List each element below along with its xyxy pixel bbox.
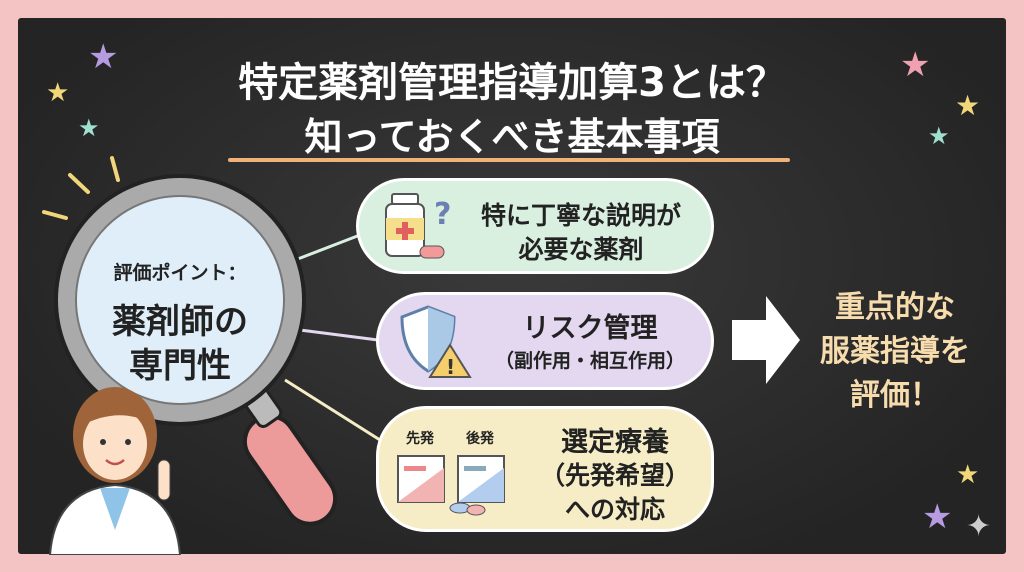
star-icon: ★	[900, 45, 931, 85]
title-line-1: 特定薬剤管理指導加算3とは？	[238, 60, 786, 106]
medicine-bottle-icon: ?	[385, 193, 451, 259]
magnifier-label: 評価ポイント：	[113, 262, 247, 284]
point-1-line-1: 特に丁寧な説明が	[480, 201, 681, 230]
right-arrow-icon	[732, 296, 800, 384]
star-icon: ★	[955, 89, 981, 122]
box-label-brand: 先発	[406, 431, 434, 447]
star-icon: ★	[88, 37, 119, 77]
magnifier-main-line-2: 専門性	[129, 346, 231, 386]
star-icon: ★	[922, 497, 953, 537]
result-line-1: 重点的な	[835, 290, 955, 325]
svg-text:?: ?	[434, 197, 451, 232]
point-2-line-1: リスク管理	[522, 313, 658, 344]
result-line-2: 服薬指導を	[820, 334, 970, 369]
svg-text:!: !	[446, 355, 455, 379]
magnifier-icon	[54, 174, 338, 526]
result-line-3: 評価！	[850, 378, 940, 413]
shield-warning-icon: !	[400, 305, 472, 379]
star-icon: ★	[928, 122, 950, 150]
point-1-line-2: 必要な薬剤	[518, 235, 644, 264]
star-icon: ★	[956, 460, 980, 490]
point-3-line-1: 選定療養	[561, 427, 669, 458]
title-underline	[228, 158, 790, 162]
sparkle-icon: ✦	[966, 509, 992, 544]
medicine-boxes-icon	[397, 455, 505, 516]
point-3-line-3: への対応	[564, 495, 665, 524]
magnifier-main-line-1: 薬剤師の	[112, 302, 248, 342]
point-3-line-2: （先発希望）	[539, 461, 690, 490]
point-2-line-2: （副作用・相互作用）	[494, 350, 685, 372]
title-line-2: 知っておくべき基本事項	[304, 115, 720, 159]
pharmacist-illustration	[48, 387, 182, 555]
star-icon: ★	[46, 78, 70, 108]
star-icon: ★	[78, 114, 100, 142]
box-label-generic: 後発	[466, 431, 494, 447]
